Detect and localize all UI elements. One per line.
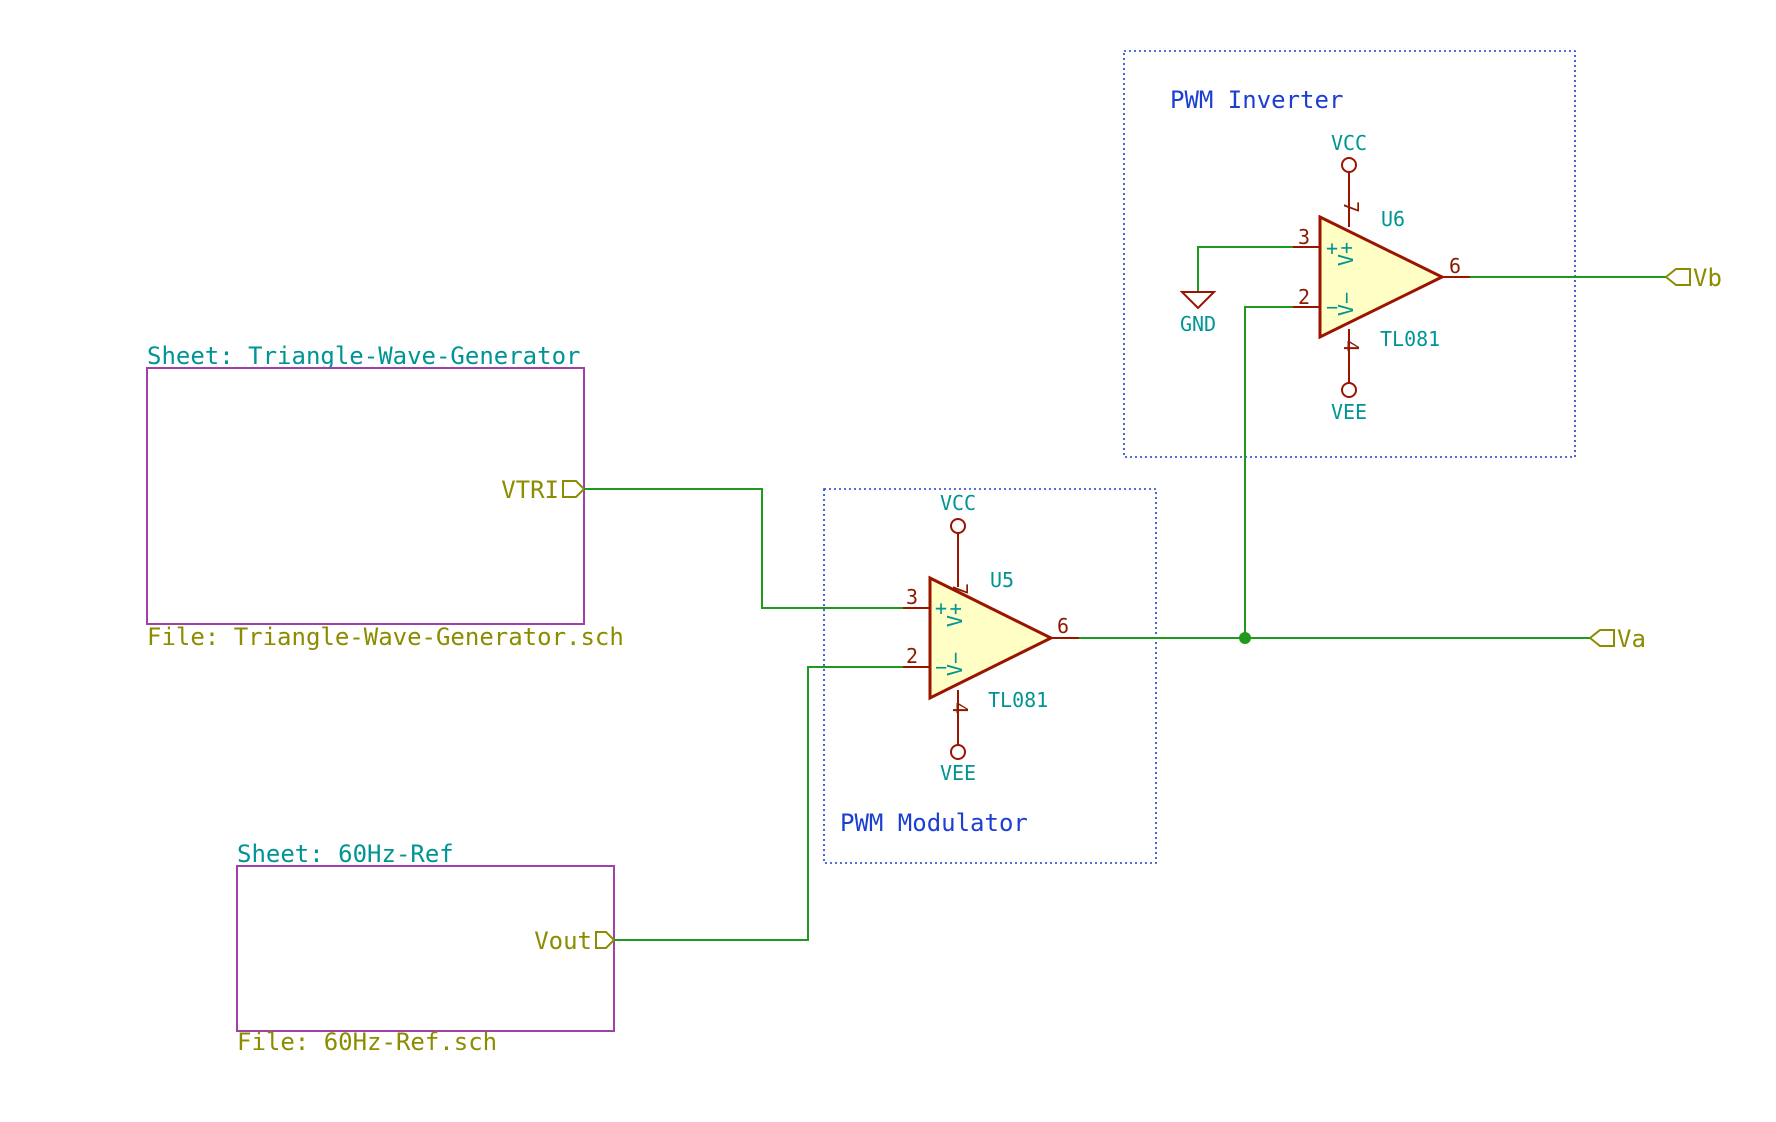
u5-minus-mark: −: [935, 655, 947, 679]
u5-pin3-number: 3: [906, 585, 918, 609]
sheet-port-vout-label: Vout: [534, 927, 592, 955]
sheet-file-triangle: File: Triangle-Wave-Generator.sch: [147, 623, 624, 651]
wire-vtri-to-u5-plus[interactable]: [584, 488, 903, 609]
u6-ref: U6: [1381, 207, 1405, 231]
sheet-title-60hz: Sheet: 60Hz-Ref: [237, 840, 454, 868]
u5-ref: U5: [990, 568, 1014, 592]
u6-vpos-mark: V+: [1334, 242, 1358, 266]
sheet-triangle-wave-generator[interactable]: Sheet: Triangle-Wave-Generator File: Tri…: [146, 342, 624, 651]
u5-vee-symbol-icon: [950, 744, 966, 760]
wire-va-to-u6-minus[interactable]: [1244, 306, 1293, 638]
u5-vcc-symbol-icon: [950, 518, 966, 534]
sheet-port-vout-icon: [595, 931, 615, 949]
u5-value: TL081: [988, 688, 1048, 712]
u5-vcc-label: VCC: [940, 491, 976, 515]
u6-pin7-number: 7: [1339, 201, 1363, 213]
u6-ground-icon: [1179, 291, 1217, 310]
u5-pin2-number: 2: [906, 644, 918, 668]
u6-pin2-number: 2: [1298, 285, 1310, 309]
vb-port-icon: [1665, 268, 1691, 286]
sheet-title-triangle: Sheet: Triangle-Wave-Generator: [147, 342, 580, 370]
sheet-port-vtri-label: VTRI: [501, 476, 559, 504]
wire-vout-to-u5-minus[interactable]: [614, 666, 903, 941]
u6-vee-symbol-icon: [1341, 382, 1357, 398]
va-port-icon: [1589, 629, 1615, 647]
wire-u6-plus-to-gnd[interactable]: [1197, 246, 1293, 291]
u5-vee-label: VEE: [940, 761, 976, 785]
u6-minus-mark: −: [1326, 295, 1338, 319]
u5-pin6-number: 6: [1057, 614, 1069, 638]
group-label-pwm-modulator: PWM Modulator: [840, 809, 1028, 837]
u6-vcc-label: VCC: [1331, 131, 1367, 155]
group-box-pwm-modulator: [823, 488, 1157, 864]
sheet-60hz-ref[interactable]: Sheet: 60Hz-Ref File: 60Hz-Ref.sch Vout: [236, 840, 615, 1056]
sheet-file-60hz: File: 60Hz-Ref.sch: [237, 1028, 497, 1056]
opamp-u6[interactable]: VCC VEE GND U6 TL081 3 2 6 7 4 + − V+ V−: [1179, 131, 1470, 424]
u5-pin4-number: 4: [948, 702, 972, 714]
group-box-pwm-inverter: [1123, 50, 1576, 458]
u6-pin4-number: 4: [1339, 340, 1363, 352]
u5-vneg-mark: V−: [943, 652, 967, 676]
sheet-box-60hz[interactable]: [236, 865, 615, 1032]
sheet-box-triangle[interactable]: [146, 367, 585, 625]
u6-value: TL081: [1380, 327, 1440, 351]
u6-triangle: [1318, 214, 1446, 340]
wires: [584, 246, 1666, 941]
output-label-va[interactable]: Va: [1589, 625, 1646, 653]
junction-dot: [1239, 632, 1251, 644]
u6-vneg-mark: V−: [1334, 292, 1358, 316]
u6-pin6-number: 6: [1449, 254, 1461, 278]
output-label-vb[interactable]: Vb: [1665, 264, 1722, 292]
u5-pin7-number: 7: [948, 583, 972, 595]
group-label-pwm-inverter: PWM Inverter: [1170, 86, 1343, 114]
opamp-u5[interactable]: VCC VEE U5 TL081 3 2 6 7 4 + − V+ V−: [903, 491, 1079, 785]
u5-triangle: [928, 575, 1055, 701]
u6-vee-label: VEE: [1331, 400, 1367, 424]
sheet-port-vtri-icon: [562, 480, 585, 498]
va-label: Va: [1617, 625, 1646, 653]
u6-gnd-label: GND: [1180, 312, 1216, 336]
u5-vpos-mark: V+: [943, 603, 967, 627]
vb-label: Vb: [1693, 264, 1722, 292]
u6-pin3-number: 3: [1298, 225, 1310, 249]
u5-plus-mark: +: [935, 596, 947, 620]
u6-vcc-symbol-icon: [1341, 157, 1357, 173]
u6-plus-mark: +: [1326, 236, 1338, 260]
